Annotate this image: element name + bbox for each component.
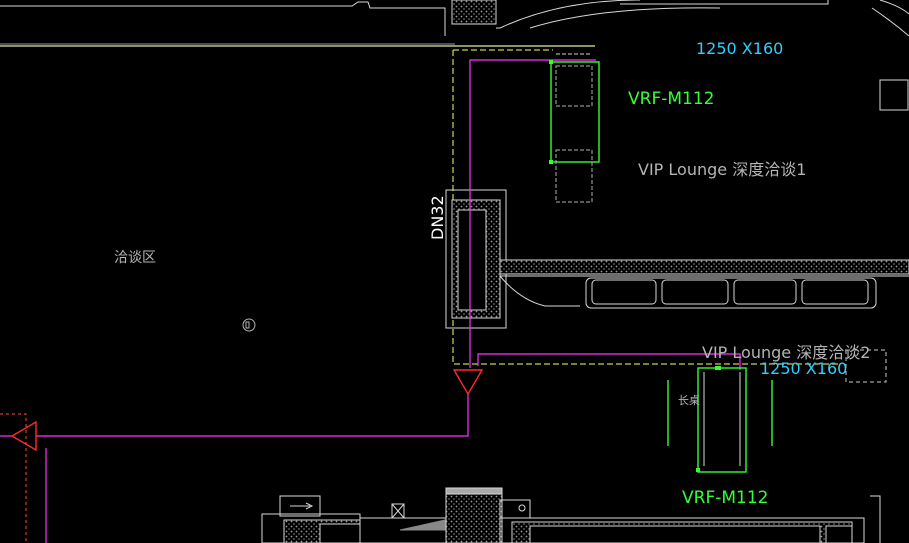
valve-symbol-1 xyxy=(452,369,484,396)
duct-size-label-1: 1250 X160 xyxy=(696,39,783,58)
vrf-unit-2-label: VRF-M112 xyxy=(682,488,768,508)
top-walls xyxy=(0,0,909,111)
partition-wall xyxy=(499,259,909,307)
room-label-1: VIP Lounge 深度洽谈1 xyxy=(638,160,806,179)
bottom-walls xyxy=(261,487,881,543)
area-label: 洽谈区 xyxy=(114,250,156,266)
dashed-equipment-box xyxy=(845,349,887,383)
pipe-size-label: DN32 xyxy=(428,195,447,240)
room-label-2: VIP Lounge 深度洽谈2 xyxy=(702,343,870,362)
vrf-unit-1[interactable] xyxy=(549,53,600,203)
column-block xyxy=(445,189,507,329)
duct-size-label-2: 1250 X160 xyxy=(760,359,847,378)
speaker-icon xyxy=(242,318,256,332)
red-dashed-line xyxy=(0,413,27,543)
vrf-unit-2[interactable] xyxy=(696,366,747,473)
seating xyxy=(585,277,877,309)
table-label: 长桌 xyxy=(678,394,700,407)
refrigerant-pipe xyxy=(0,59,741,543)
vrf-unit-1-label: VRF-M112 xyxy=(628,89,714,109)
valve-symbol-2 xyxy=(10,420,37,452)
